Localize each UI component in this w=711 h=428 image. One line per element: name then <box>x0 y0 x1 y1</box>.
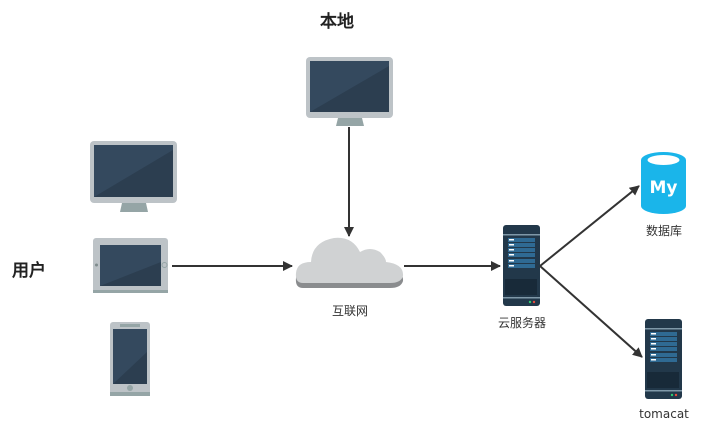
local-monitor-icon <box>306 57 393 126</box>
internet-cloud-icon <box>295 237 404 288</box>
user-monitor-icon <box>90 141 177 212</box>
database-mysql-icon: My <box>641 152 686 214</box>
tomcat-server-icon <box>645 319 682 399</box>
user-phone-icon <box>110 322 150 396</box>
database-badge: My <box>650 178 678 198</box>
group-label-users: 用户 <box>12 261 46 281</box>
node-label-internet: 互联网 <box>331 304 368 318</box>
group-label-local: 本地 <box>320 12 354 32</box>
node-label-tomcat: tomacat <box>639 407 689 421</box>
node-label-database: 数据库 <box>645 224 682 238</box>
cloud-server-icon <box>503 225 540 306</box>
edge-server-to-tomcat <box>539 265 643 358</box>
user-tablet-icon <box>93 238 168 293</box>
node-label-cloud-server: 云服务器 <box>497 316 546 330</box>
edge-server-to-database <box>539 185 640 267</box>
